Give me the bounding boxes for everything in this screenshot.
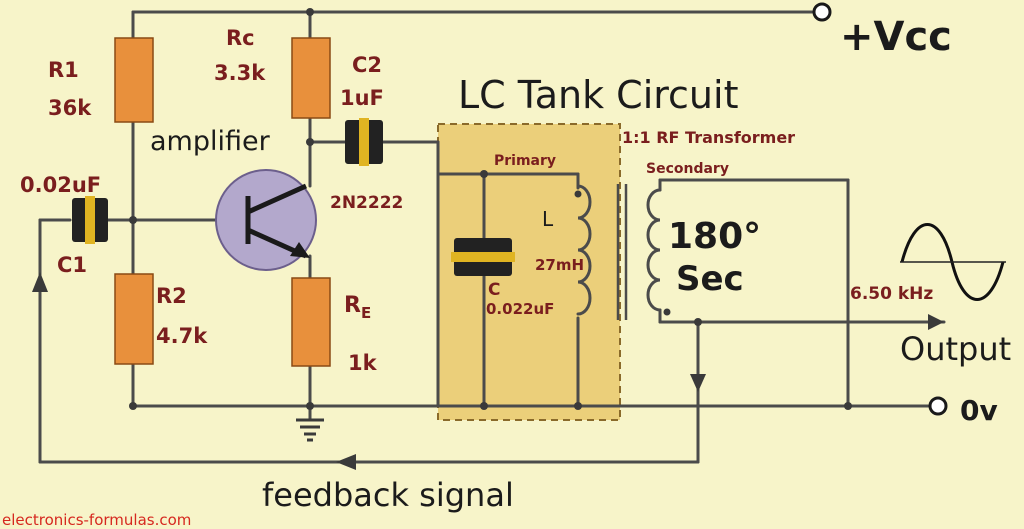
amplifier-label: amplifier (150, 126, 271, 157)
tank-title: LC Tank Circuit (458, 73, 738, 117)
resistor-r1 (114, 37, 154, 123)
ground-symbol (296, 418, 324, 442)
primary-label: Primary (494, 153, 556, 169)
c2-value: 1uF (340, 86, 384, 110)
output-label: Output (900, 330, 1011, 368)
frequency-label: 6.50 kHz (850, 284, 933, 304)
tank-capacitor-name: C (488, 280, 500, 300)
capacitor-tank (451, 238, 515, 276)
transformer-label: 1:1 RF Transformer (622, 128, 795, 147)
ground-terminal (928, 396, 948, 416)
source-credit: electronics-formulas.com (2, 511, 191, 529)
resistor-re (291, 277, 331, 367)
r1-value: 36k (48, 96, 92, 120)
capacitor-c1 (72, 196, 108, 244)
resistor-r2 (114, 273, 154, 365)
c1-value: 0.02uF (20, 173, 101, 197)
circuit-wires (38, 10, 946, 464)
tank-capacitor-value: 0.022uF (486, 300, 554, 318)
secondary-coil (646, 188, 662, 312)
inductor-value: 27mH (535, 256, 584, 274)
transistor-2n2222 (215, 169, 317, 271)
rc-name: Rc (226, 26, 255, 50)
transistor-label: 2N2222 (330, 193, 403, 213)
junction-dots (129, 8, 852, 410)
resistor-rc (291, 37, 331, 119)
r1-name: R1 (48, 58, 79, 82)
feedback-label: feedback signal (262, 476, 514, 514)
phase-unit-label: Sec (676, 259, 744, 299)
primary-coil (576, 184, 592, 316)
inductor-name: L (542, 207, 554, 231)
rc-value: 3.3k (214, 61, 266, 85)
vcc-terminal (812, 2, 832, 22)
re-name: RE (344, 293, 371, 322)
signal-arrows (32, 272, 944, 470)
capacitor-c2 (345, 118, 383, 166)
ground-label: 0v (960, 394, 998, 427)
c2-name: C2 (352, 53, 382, 77)
transformer-core (616, 184, 628, 320)
c1-name: C1 (57, 253, 87, 277)
re-value: 1k (348, 351, 378, 375)
r2-value: 4.7k (156, 324, 208, 348)
phase-shift-label: 180° (668, 216, 761, 257)
r2-name: R2 (156, 284, 187, 308)
vcc-label: +Vcc (840, 14, 952, 60)
secondary-label: Secondary (646, 161, 729, 177)
